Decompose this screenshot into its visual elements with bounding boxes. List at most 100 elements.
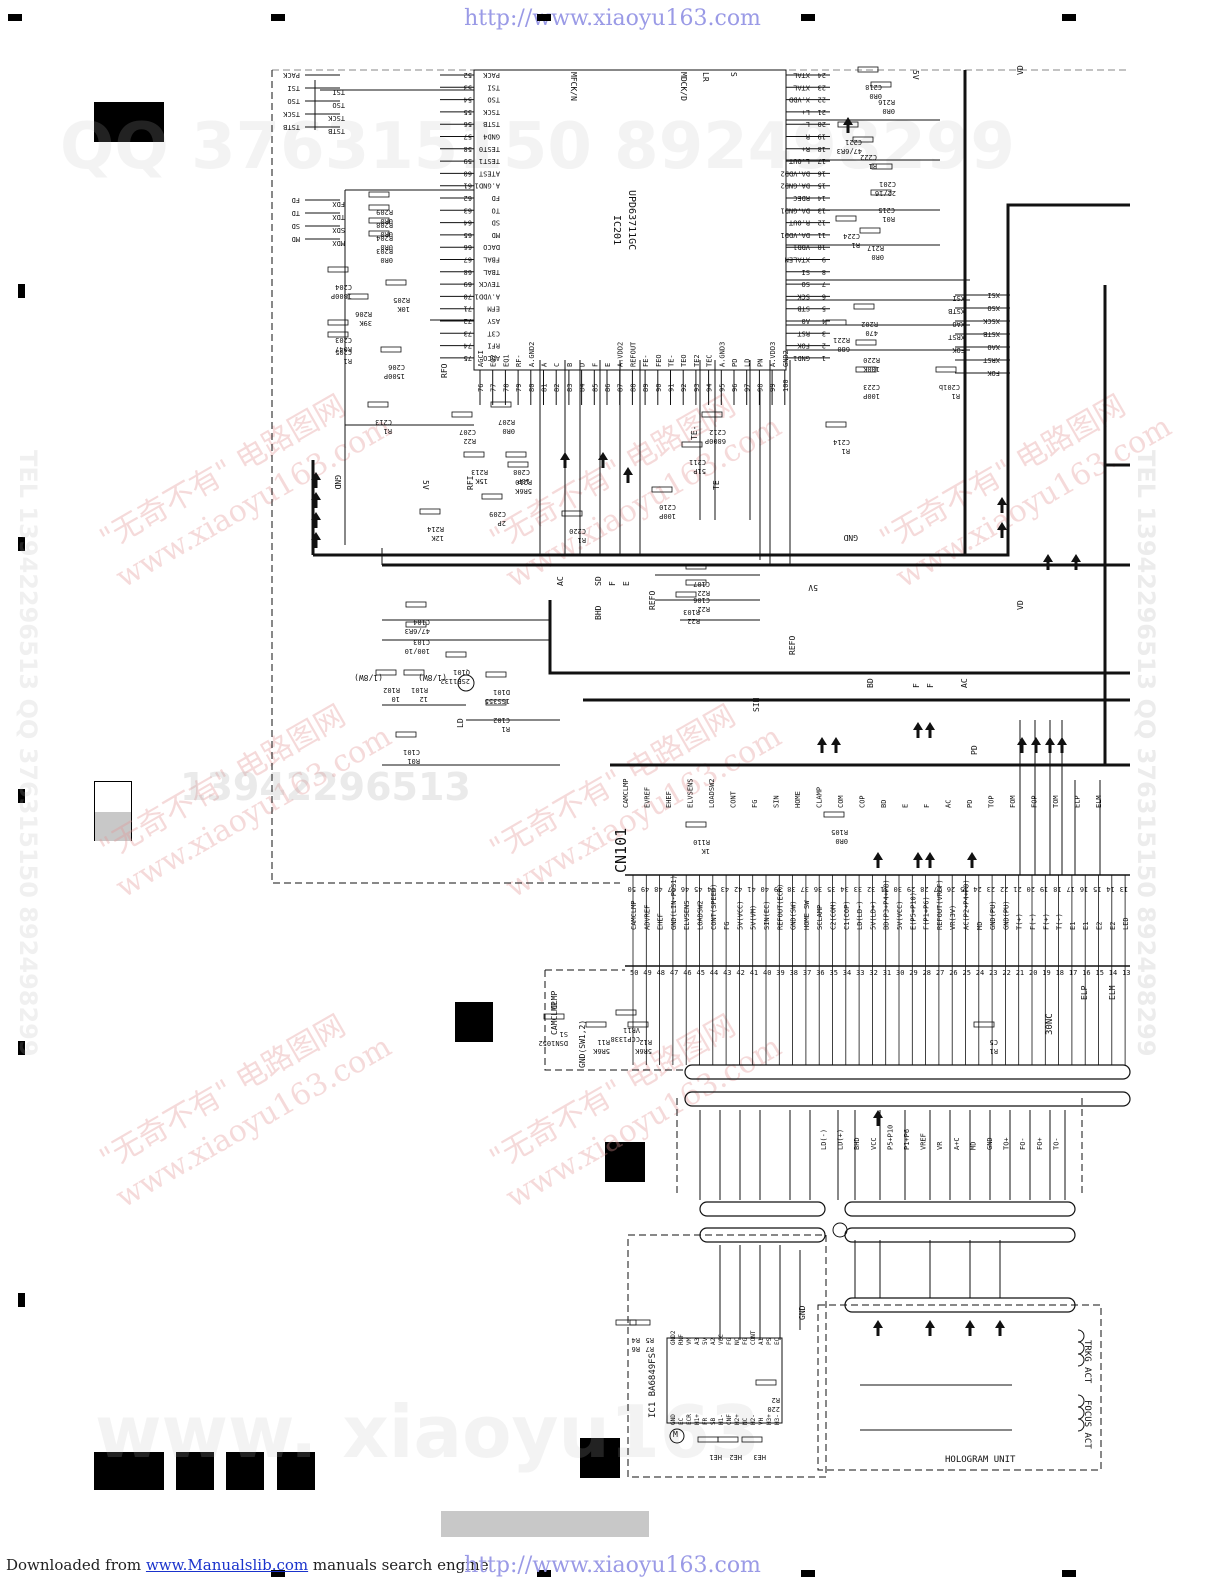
- component-ref: C208: [513, 468, 530, 476]
- cn101-lower-pin-number: 34: [843, 969, 851, 977]
- pickup-signal: LD(-): [820, 1129, 828, 1150]
- ic201-pin-number: 9: [822, 256, 826, 264]
- component-body: [852, 136, 874, 143]
- ic201-pin-signal: E: [604, 363, 612, 367]
- 5v-label: 5V: [808, 583, 818, 592]
- component-body: [481, 493, 503, 500]
- component-body: [419, 508, 441, 515]
- ic201-pin-number: 78: [502, 384, 510, 392]
- component-ref: S1: [560, 1030, 568, 1038]
- motor-ic-pin: CONT: [750, 1330, 757, 1345]
- reg-mark-top: [271, 14, 285, 21]
- component-ref: HE3: [753, 1453, 766, 1461]
- pickup-signal: GND: [986, 1137, 994, 1150]
- reg-mark-side: [18, 537, 25, 551]
- component-value: 470: [865, 329, 878, 337]
- e-label: E: [622, 581, 631, 586]
- reg-mark-bottom: [271, 1570, 285, 1577]
- motor-ic-pin: A2: [710, 1337, 717, 1345]
- ic201-pin-number: 6: [822, 292, 826, 300]
- ic201-pin-signal: STB: [797, 305, 810, 313]
- component-ref: D101: [493, 688, 510, 696]
- ic201-pin-signal: DA.VDD2: [780, 169, 810, 177]
- component-ref: R102: [383, 686, 400, 694]
- pickup-signal: P5+P10: [886, 1125, 894, 1150]
- rail-ac: [548, 600, 1130, 675]
- motor-ic-name: IC1 BA6849FS: [648, 1352, 658, 1418]
- page-tab-1: [94, 1452, 164, 1490]
- page-tab-4: [277, 1452, 315, 1490]
- transistor-q101-icon: [457, 674, 475, 692]
- component-body: [973, 1021, 995, 1028]
- cn101-pin-number: 22: [1000, 885, 1008, 893]
- ic201-pin-signal: D: [579, 363, 587, 367]
- component-ref: R209: [376, 208, 393, 216]
- component-value: 2SB1132: [440, 677, 470, 685]
- ic201-pin-signal: PACK: [482, 71, 500, 79]
- ic201-pin-signal: RF-: [515, 354, 523, 367]
- motor-ic-pin: EC: [678, 1417, 685, 1425]
- component-body: [405, 621, 427, 628]
- cn101-pin-signal: LED: [1122, 917, 1130, 930]
- signal-arrow-icon: [311, 532, 321, 548]
- ic201-pin-signal: L-: [802, 120, 810, 128]
- component-value: 0R0: [835, 837, 848, 845]
- pickup-signal: VREF: [920, 1133, 928, 1150]
- mfck-label: MFCK/N: [569, 72, 578, 101]
- ic201-pin-number: 23: [818, 83, 826, 91]
- cn101-pin-number: 23: [987, 885, 995, 893]
- cn101-lower-pin-number: 18: [1056, 969, 1064, 977]
- motor-ic-pin: VCC: [718, 1334, 725, 1345]
- ic201-pin-signal: R.OUT: [788, 219, 810, 227]
- signal-arrow-icon: [967, 852, 977, 868]
- component-body: [825, 421, 847, 428]
- motor-ic-pin: FG: [742, 1337, 749, 1345]
- page-number-bar: [441, 1511, 649, 1537]
- left-signal: TSCK: [282, 110, 300, 118]
- cn101-pin-number: 44: [707, 885, 715, 893]
- signal-arrow-icon: [997, 522, 1007, 538]
- manualslib-link[interactable]: www.Manualslib.com: [145, 1556, 309, 1574]
- ic201-pin-number: 97: [744, 384, 752, 392]
- cn101-lower-pin-number: 15: [1096, 969, 1104, 977]
- cn101-pin-number: 42: [734, 885, 742, 893]
- cn101-net-label: CONT: [730, 790, 738, 808]
- cn101-net-label: HOME: [794, 791, 802, 808]
- cn101-net-label: LOADSW2: [708, 778, 716, 808]
- cn101-pin-number: 34: [840, 885, 848, 893]
- component-body: [507, 461, 529, 468]
- reg-mark-top: [801, 14, 815, 21]
- component-value: R1: [384, 427, 392, 435]
- reg-mark-top: [1062, 14, 1076, 21]
- component-value: 0R0: [882, 107, 895, 115]
- footer-url[interactable]: http://www.xiaoyu163.com: [464, 1553, 761, 1578]
- ic201-pin-signal: DA.VDD1: [780, 231, 810, 239]
- ic201-pin-signal: TE-: [668, 354, 676, 367]
- cn101-pin-signal: MD: [976, 922, 984, 930]
- header-url[interactable]: http://www.xiaoyu163.com: [464, 6, 761, 31]
- ic201-pin-signal: ATEST: [478, 169, 500, 177]
- cn101-lower-pin-number: 46: [683, 969, 691, 977]
- section-marker-c: [580, 1438, 620, 1478]
- component-ref: C212: [709, 428, 726, 436]
- component-ref: C102: [493, 716, 510, 724]
- gnd-label: GND: [333, 475, 342, 490]
- cn101-pin-number: 17: [1066, 885, 1074, 893]
- motor-ic-pin: H1+: [694, 1414, 701, 1425]
- component-body: [485, 699, 507, 706]
- component-value: 47/6R3: [837, 147, 862, 155]
- cn101-net-label: BD: [880, 800, 888, 808]
- cn101-net-label: E: [902, 804, 910, 808]
- ic201-pin-number: 3: [822, 329, 826, 337]
- ic201-pin-signal: TEVCK: [478, 280, 500, 288]
- gnd-sw-label: GND(SW1,2): [578, 1019, 587, 1068]
- motor-ic-pin: A1: [758, 1337, 765, 1345]
- component-ref: R11: [597, 1038, 610, 1046]
- component-ref: C215: [878, 206, 895, 214]
- reg-mark-bottom: [801, 1570, 815, 1577]
- component-body: [823, 811, 845, 818]
- component-value: R1: [952, 392, 960, 400]
- left-signal-net: TSCK: [327, 114, 345, 122]
- component-value: 6800P: [705, 437, 726, 445]
- cn101-lower-pin-number: 25: [963, 969, 971, 977]
